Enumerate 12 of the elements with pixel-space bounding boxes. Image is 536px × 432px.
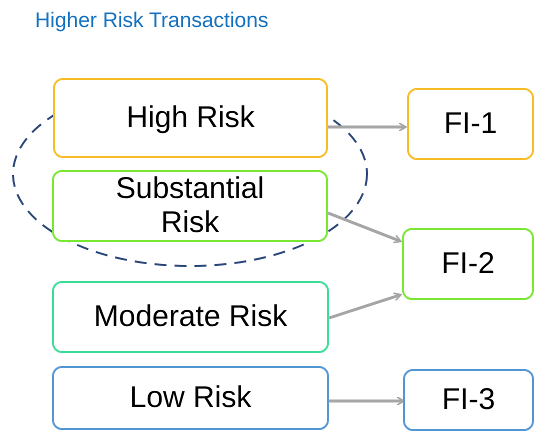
arrow <box>327 212 402 244</box>
arrow <box>328 122 407 132</box>
title: Higher Risk Transactions <box>35 8 268 34</box>
process-box: FI-2 <box>402 228 534 300</box>
process-box: FI-3 <box>403 369 534 431</box>
process-box: Low Risk <box>52 366 329 430</box>
process-box: Substantial Risk <box>52 170 328 242</box>
process-box: High Risk <box>53 78 328 158</box>
arrow <box>329 396 405 406</box>
process-box: FI-1 <box>407 88 534 160</box>
arrow <box>328 292 402 320</box>
process-box: Moderate Risk <box>52 281 329 353</box>
